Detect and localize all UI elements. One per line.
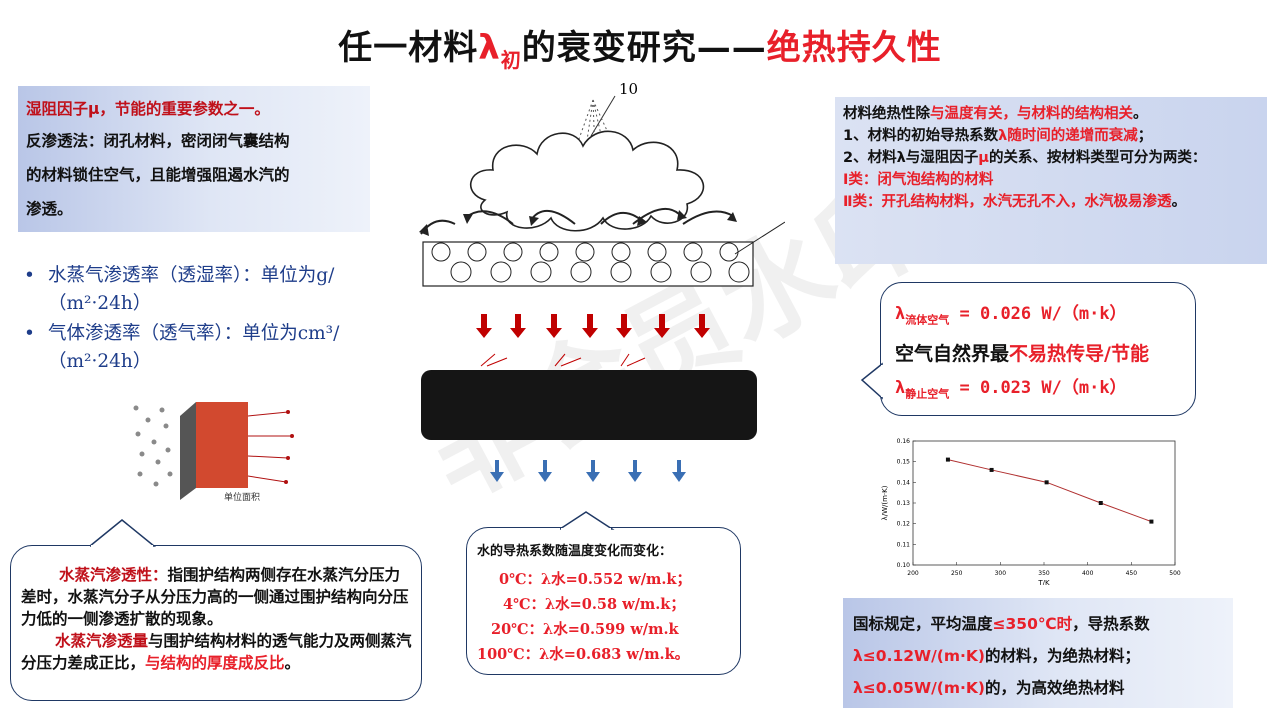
data-point <box>945 457 950 462</box>
water-heading: 水的导热系数随温度变化而变化： <box>477 544 673 559</box>
y-tick-label: 0.11 <box>897 541 911 548</box>
lambda-still-air: λ静止空气 = 0.023 W/（m·k） <box>895 378 1127 401</box>
x-tick-label: 200 <box>907 570 919 577</box>
y-tick-label: 0.13 <box>897 500 911 507</box>
air-callout-pointer <box>860 362 884 400</box>
y-tick-label: 0.16 <box>897 438 911 445</box>
lambda-fluid-air: λ流体空气 = 0.026 W/（m·k） <box>895 304 1127 327</box>
label-10: 10 <box>619 80 638 98</box>
box2-text3: 。 <box>284 654 301 672</box>
box1-line4: 渗透。 <box>26 200 73 218</box>
permeability-bullets: 水蒸气渗透率（透湿率）：单位为g/（m²·24h） 气体渗透率（透气率）：单位为… <box>22 262 382 378</box>
x-axis-label: T/K <box>1037 579 1050 585</box>
water-line-0c: 0℃：λ水=0.552 w/m.k； <box>499 571 691 588</box>
box1-line1: 湿阻因子μ，节能的重要参数之一。 <box>26 100 270 118</box>
data-point <box>989 467 994 472</box>
water-line-100c: 100℃：λ水=0.683 w/m.k。 <box>477 646 690 663</box>
x-tick-label: 450 <box>1126 570 1138 577</box>
water-conductivity-callout: 水的导热系数随温度变化而变化： 0℃：λ水=0.552 w/m.k； 4℃：λ水… <box>466 527 741 675</box>
y-axis-label: λ/W/(m·K) <box>881 485 889 520</box>
unit-area-label: 单位面积 <box>224 491 260 503</box>
series-line <box>947 459 1152 523</box>
box2-red2: 水蒸汽渗透量 <box>55 632 149 650</box>
box2-text2: 与围护结构材料的透气能力及两侧蒸汽分压力差成正比， <box>21 632 412 672</box>
callout-pointer <box>90 519 157 548</box>
x-tick-label: 500 <box>1169 570 1181 577</box>
data-point <box>1098 501 1103 505</box>
data-point <box>1149 519 1154 524</box>
humidity-resistance-box: 湿阻因子μ，节能的重要参数之一。 反渗透法：闭孔材料，密闭闭气囊结构 的材料锁住… <box>18 86 370 232</box>
box1-line2: 反渗透法：闭孔材料，密闭闭气囊结构 <box>26 132 290 150</box>
y-tick-label: 0.15 <box>897 459 911 466</box>
bullet-vapor: 水蒸气渗透率（透湿率）：单位为g/（m²·24h） <box>22 262 382 318</box>
class-i: Ⅰ类：闭气泡结构的材料 <box>843 172 994 188</box>
material-insulation-box: 材料绝热性除与温度有关，与材料的结构相关。 1、材料的初始导热系数λ随时间的递增… <box>835 97 1267 264</box>
y-tick-label: 0.12 <box>897 521 911 528</box>
box2-red3: 与结构的厚度成反比 <box>145 654 285 672</box>
plot-frame <box>912 440 1176 566</box>
water-line-4c: 4℃：λ水=0.58 w/m.k； <box>503 596 685 613</box>
box2-text1: 指围护结构两侧存在水蒸汽分压力差时，水蒸汽分子从分压力高的一侧通过围护结构向分压… <box>21 566 409 628</box>
conductivity-temperature-chart: 200 250 300 350 400 450 500 0.10 0.11 0.12 0.13 0.1… <box>881 438 1181 585</box>
x-tick-label: 400 <box>1082 570 1094 577</box>
water-callout-pointer <box>560 511 615 530</box>
x-tick-label: 350 <box>1038 570 1050 577</box>
class-ii: Ⅱ类：开孔结构材料，水汽无孔不入，水汽极易渗透 <box>843 194 1172 210</box>
water-line-20c: 20℃：λ水=0.599 w/m.k <box>491 621 679 638</box>
page-title: 任一材料λ初的衰变研究——绝热持久性 <box>338 28 942 72</box>
x-tick-label: 250 <box>951 570 963 577</box>
bullet-gas: 气体渗透率（透气率）：单位为cm³/（m²·24h） <box>22 320 382 376</box>
air-lambda-callout: λ流体空气 = 0.026 W/（m·k） 空气自然界最不易热传导/节能 λ静止… <box>880 282 1196 416</box>
box2-red1: 水蒸汽渗透性： <box>59 566 168 584</box>
data-point <box>1044 480 1049 485</box>
permeation-diagram: 单位面积 <box>133 402 294 503</box>
y-tick-label: 0.10 <box>897 562 911 569</box>
vapor-permeability-callout: 水蒸汽渗透性：指围护结构两侧存在水蒸汽分压力差时，水蒸汽分子从分压力高的一侧通过… <box>10 545 422 701</box>
national-standard-box: 国标规定，平均温度≤350℃时，导热系数 λ≤0.12W/(m·K)的材料，为绝… <box>843 598 1233 708</box>
y-tick-label: 0.14 <box>897 479 911 486</box>
x-tick-label: 300 <box>995 570 1007 577</box>
insulation-diagram: 10 <box>419 80 785 482</box>
box1-line3: 的材料锁住空气，且能增强阻遏水汽的 <box>26 166 290 184</box>
